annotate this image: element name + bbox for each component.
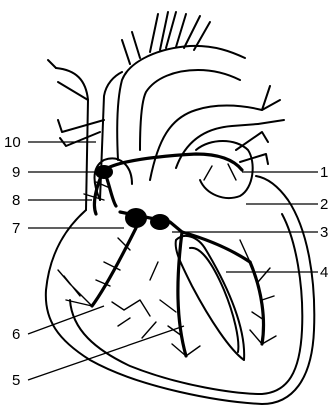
label-7: 7: [12, 220, 20, 237]
label-4: 4: [320, 264, 328, 281]
bundle-of-his: [150, 214, 170, 230]
great-vessels: [48, 12, 284, 210]
label-8: 8: [12, 192, 20, 209]
label-5: 5: [12, 372, 20, 389]
label-2: 2: [320, 196, 328, 213]
label-9: 9: [12, 164, 20, 181]
label-10: 10: [4, 134, 21, 151]
conduction-system: [58, 154, 276, 356]
label-6: 6: [12, 326, 20, 343]
label-3: 3: [320, 224, 328, 241]
label-1: 1: [320, 164, 328, 181]
